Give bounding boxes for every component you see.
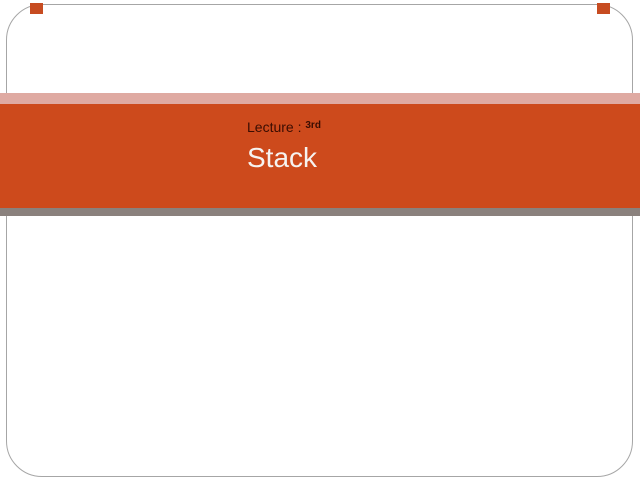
top-accent-stripe bbox=[0, 93, 640, 104]
slide-title: Stack bbox=[247, 142, 318, 173]
lecture-label-prefix: Lecture : bbox=[247, 119, 306, 135]
title-block: Lecture : 3rd Stack bbox=[247, 119, 321, 175]
corner-marker-right-icon bbox=[597, 3, 610, 14]
slide-rounded-frame bbox=[6, 4, 633, 477]
lecture-ordinal: 3rd bbox=[305, 120, 321, 131]
bottom-accent-stripe bbox=[0, 208, 640, 216]
lecture-label: Lecture : 3rd bbox=[247, 119, 321, 135]
corner-marker-left-icon bbox=[30, 3, 43, 14]
title-band bbox=[0, 104, 640, 208]
